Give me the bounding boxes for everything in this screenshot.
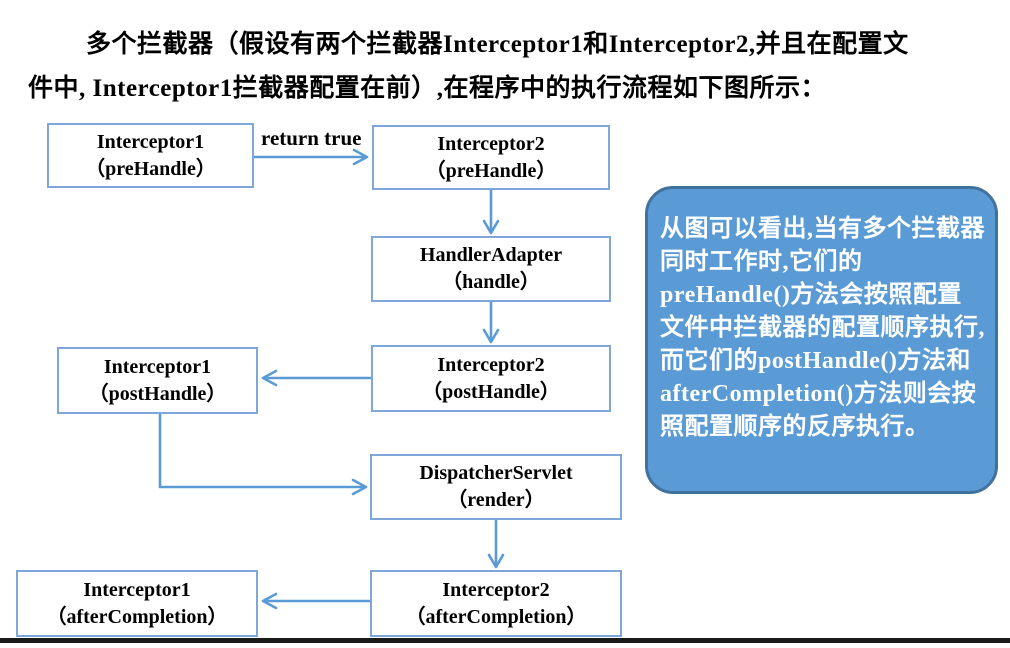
node-title: Interceptor1 (83, 578, 191, 601)
node-interceptor2-posthandle: Interceptor2 （postHandle） (371, 345, 611, 412)
node-title: Interceptor1 (103, 355, 212, 378)
node-title: Interceptor2 (437, 353, 545, 376)
node-method: （preHandle） (85, 157, 216, 180)
node-handleradapter-handle: HandlerAdapter （handle） (371, 236, 611, 302)
bottom-divider (0, 638, 1010, 643)
arrow-posthandle2-to-posthandle1 (261, 369, 373, 387)
node-method: （postHandle） (422, 380, 560, 403)
node-title: HandlerAdapter (419, 244, 563, 266)
edge-label-return-true: return true (261, 126, 362, 150)
node-method: （postHandle） (88, 382, 227, 405)
node-interceptor2-prehandle: Interceptor2 （preHandle） (372, 125, 610, 190)
node-interceptor1-aftercompletion: Interceptor1 （afterCompletion） (16, 570, 258, 637)
node-title: Interceptor2 (437, 132, 545, 155)
node-method: （afterCompletion） (405, 605, 587, 628)
arrow-posthandle1-to-dispatcherservlet (158, 412, 368, 496)
heading-line-2: 件中, Interceptor1拦截器配置在前）,在程序中的执行流程如下图所示： (28, 75, 826, 102)
node-interceptor1-posthandle: Interceptor1 （postHandle） (57, 347, 258, 414)
node-method: （afterCompletion） (46, 605, 228, 628)
arrow-dispatcherservlet-to-aftercompletion2 (487, 518, 505, 569)
arrow-prehandle2-to-handleradapter (482, 188, 500, 235)
node-title: DispatcherServlet (419, 462, 573, 484)
node-method: （preHandle） (425, 159, 557, 182)
explanation-callout: 从图可以看出,当有多个拦截器同时工作时,它们的preHandle()方法会按照配… (645, 186, 998, 494)
callout-text: 从图可以看出,当有多个拦截器同时工作时,它们的preHandle()方法会按照配… (660, 216, 985, 440)
node-title: Interceptor1 (96, 130, 205, 153)
node-method: （handle） (442, 271, 540, 293)
node-dispatcherservlet-render: DispatcherServlet （render） (370, 454, 622, 520)
heading-line-1: 多个拦截器（假设有两个拦截器Interceptor1和Interceptor2,… (86, 31, 909, 58)
node-interceptor1-prehandle: Interceptor1 （preHandle） (47, 123, 254, 188)
node-method: （render） (447, 489, 545, 511)
node-title: Interceptor2 (442, 578, 550, 601)
arrow-handleradapter-to-posthandle2 (482, 300, 500, 344)
node-interceptor2-aftercompletion: Interceptor2 （afterCompletion） (370, 570, 622, 637)
arrow-aftercompletion2-to-aftercompletion1 (261, 592, 372, 610)
arrow-prehandle1-to-prehandle2 (252, 148, 369, 166)
